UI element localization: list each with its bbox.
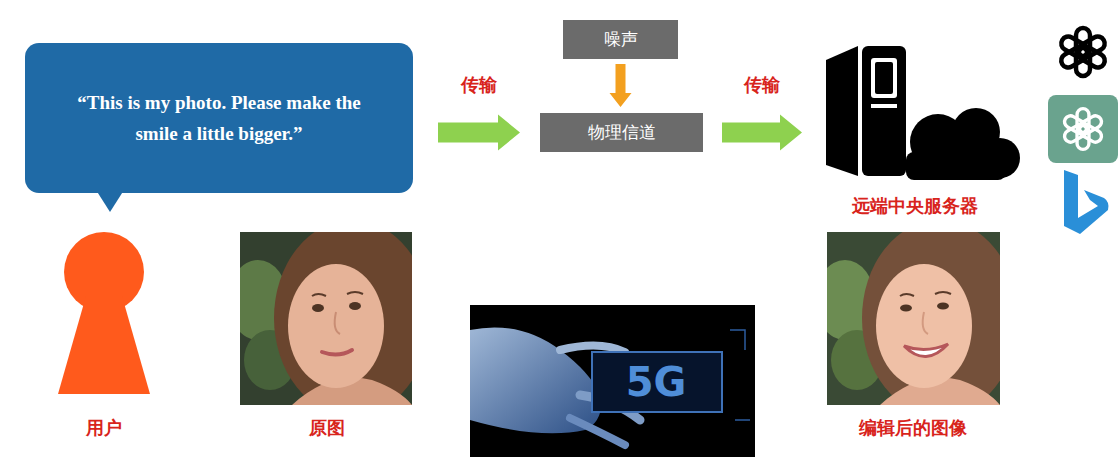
channel-box: 物理信道 (540, 113, 703, 152)
edge-label: 传输 (744, 73, 780, 97)
block-arrow (438, 115, 520, 151)
original-photo (240, 232, 412, 405)
user-icon (58, 232, 150, 394)
server-icon (826, 46, 1020, 180)
user-label: 用户 (86, 416, 122, 440)
robot-hand-image (470, 305, 755, 457)
bing-logo (1064, 170, 1109, 234)
server-node: 远端中央服务器 (808, 40, 1022, 222)
edited-photo (827, 232, 1000, 405)
photo-label: 编辑后的图像 (859, 416, 967, 440)
bubble-tail (96, 190, 124, 212)
5g-text: 5G (626, 359, 687, 405)
server-label: 远端中央服务器 (852, 194, 978, 218)
photo-label: 原图 (309, 416, 345, 440)
edge-label: 传输 (461, 73, 497, 97)
node-text: 物理信道 (588, 121, 656, 144)
block-arrow (610, 64, 632, 107)
speech-bubble: “This is my photo. Please make the smile… (25, 43, 413, 193)
node-text: 噪声 (604, 28, 638, 51)
openai-logo (1059, 28, 1108, 76)
block-arrow (722, 115, 802, 151)
chatgpt-logo (1048, 95, 1118, 163)
node-text: “This is my photo. Please make the smile… (55, 87, 383, 150)
noise-box: 噪声 (563, 20, 678, 59)
